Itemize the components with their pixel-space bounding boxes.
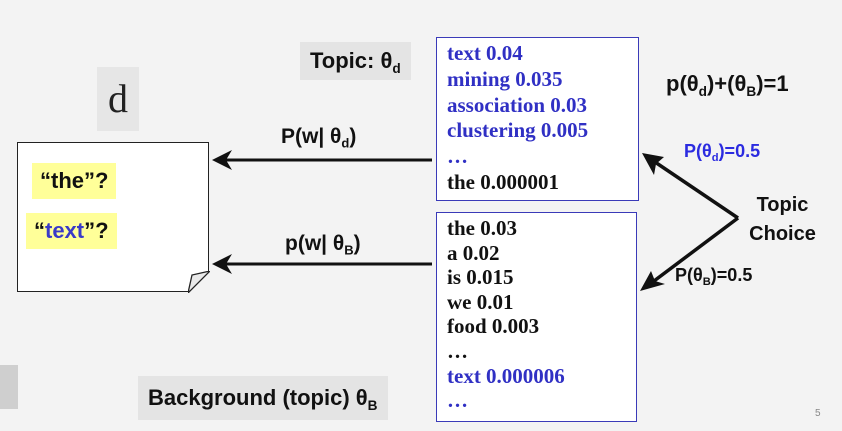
- arrowhead-bg-to-doc: [212, 254, 232, 274]
- bg-dist-row-0: the 0.03: [447, 216, 517, 240]
- bg-dist-row-4: food 0.003: [447, 314, 540, 339]
- topic-dist-row-5: the 0.000001: [447, 169, 559, 194]
- topic-distribution-box: text 0.04 mining 0.035 association 0.03 …: [436, 37, 639, 201]
- arrowhead-choice-to-bg: [640, 271, 665, 291]
- bg-dist-row-5: …: [447, 338, 468, 363]
- topic-dist-row-1: mining 0.035: [447, 66, 563, 91]
- prob-topic-b: P(θB)=0.5: [675, 265, 753, 288]
- bg-dist-row-6: text 0.000006: [447, 363, 565, 388]
- word-the: “the”?: [32, 163, 117, 199]
- probability-constraint: p(θd)+(θB)=1: [666, 71, 789, 99]
- topic-label: Topic: θd: [300, 42, 411, 80]
- document-box: “the”? “text”?: [17, 142, 209, 292]
- topic-choice-label: Topic Choice: [745, 191, 820, 249]
- document-fold-corner: [188, 271, 210, 293]
- arrowhead-topic-to-doc: [212, 150, 232, 170]
- arrow-choice-to-topic: [651, 158, 739, 220]
- bg-dist-row-1: a 0.02: [447, 240, 500, 265]
- bg-dist-row-7: …: [447, 388, 468, 413]
- topic-dist-row-3: clustering 0.005: [447, 118, 589, 143]
- background-label: Background (topic) θB: [138, 376, 388, 420]
- corner-mark: [0, 365, 18, 409]
- topic-dist-row-0: text 0.04: [447, 41, 523, 65]
- bg-dist-row-3: we 0.01: [447, 289, 514, 314]
- page-number: 5: [815, 408, 821, 419]
- pw-given-theta-d: P(w| θd): [281, 125, 357, 151]
- topic-choice-line2: Choice: [749, 223, 816, 245]
- word-text: “text”?: [26, 213, 117, 249]
- document-label: d: [97, 67, 139, 131]
- arrowhead-choice-to-topic: [642, 153, 664, 175]
- pw-given-theta-b: p(w| θB): [285, 232, 361, 258]
- prob-topic-d: P(θd)=0.5: [684, 141, 761, 164]
- bg-dist-row-2: is 0.015: [447, 265, 514, 290]
- background-distribution-box: the 0.03 a 0.02 is 0.015 we 0.01 food 0.…: [436, 212, 637, 422]
- topic-dist-row-2: association 0.03: [447, 92, 588, 117]
- topic-dist-row-4: …: [447, 144, 468, 169]
- topic-choice-line1: Topic: [756, 194, 809, 216]
